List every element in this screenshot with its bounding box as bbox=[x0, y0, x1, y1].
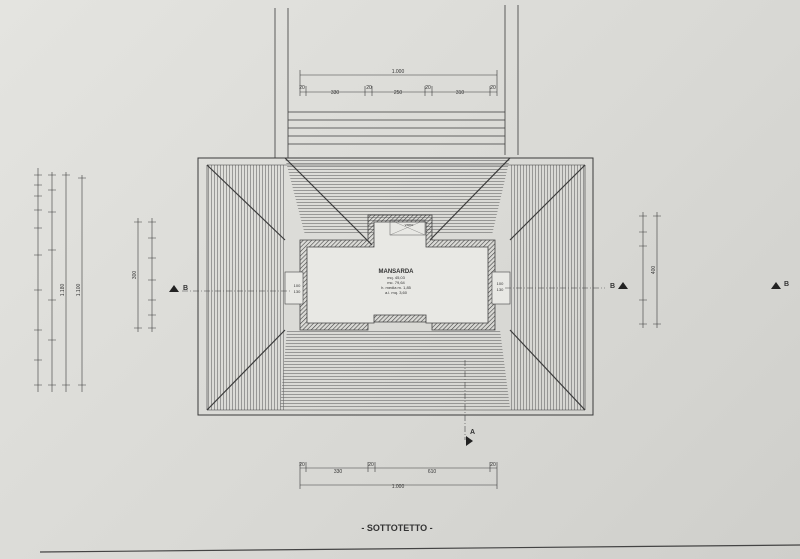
section-b-right-arrow-icon bbox=[618, 282, 628, 289]
top-dim-5: 20 bbox=[425, 85, 431, 91]
top-dim-2: 330 bbox=[331, 90, 340, 96]
top-total-dim: 1.000 bbox=[392, 69, 405, 75]
top-dimension-chain bbox=[299, 70, 498, 96]
upper-access-strip bbox=[274, 5, 519, 158]
bottom-total-dim: 1.000 bbox=[392, 484, 405, 490]
section-b-far-arrow-icon bbox=[771, 282, 781, 289]
left-window-top: 100 bbox=[294, 283, 301, 288]
top-dim-3: 20 bbox=[366, 85, 372, 91]
bottom-dim-4: 610 bbox=[428, 469, 437, 475]
bottom-dim-2: 330 bbox=[334, 469, 343, 475]
right-window-bottom: 130 bbox=[497, 287, 504, 292]
top-dim-6: 310 bbox=[456, 90, 465, 96]
section-a-arrow-icon bbox=[466, 436, 473, 446]
bottom-dim-1: 20 bbox=[299, 462, 305, 468]
section-b-right-label: B bbox=[610, 283, 615, 290]
left-window-bottom: 130 bbox=[294, 289, 301, 294]
roof-plan bbox=[197, 157, 594, 416]
section-b-left-label: B bbox=[183, 285, 188, 292]
left-center-dim: 300 bbox=[132, 271, 138, 280]
bottom-dimension-chain bbox=[299, 462, 498, 489]
right-dimension-chains bbox=[639, 212, 661, 328]
mansarda-room bbox=[284, 214, 511, 331]
top-dim-4: 250 bbox=[394, 90, 403, 96]
right-window-top: 100 bbox=[497, 281, 504, 286]
drawing-title: - SOTTOTETTO - bbox=[361, 523, 432, 533]
bottom-dim-3: 20 bbox=[368, 462, 374, 468]
bottom-dim-5: 20 bbox=[490, 462, 496, 468]
left-total-dim-a: 1.180 bbox=[60, 284, 66, 297]
section-b-left-arrow-icon bbox=[169, 285, 179, 292]
top-dim-1: 20 bbox=[299, 85, 305, 91]
section-line-b bbox=[182, 287, 605, 292]
sheet-border bbox=[39, 544, 800, 553]
left-total-dim-b: 1.100 bbox=[76, 284, 82, 297]
room-volume: mc. 79,64 bbox=[387, 280, 405, 285]
room-name: MANSARDA bbox=[379, 269, 415, 275]
room-area: mq. 45,03 bbox=[387, 275, 406, 280]
section-a-label: A bbox=[470, 429, 475, 436]
right-center-dim: 400 bbox=[651, 266, 657, 275]
small-room-label: vano bbox=[405, 222, 414, 227]
left-dimension-chains bbox=[34, 168, 156, 392]
room-lighting: a.i. mq. 3,60 bbox=[385, 290, 408, 295]
room-height: h. media m. 1,85 bbox=[381, 285, 412, 290]
section-b-far-label: B bbox=[784, 281, 789, 288]
top-dim-7: 20 bbox=[490, 85, 496, 91]
